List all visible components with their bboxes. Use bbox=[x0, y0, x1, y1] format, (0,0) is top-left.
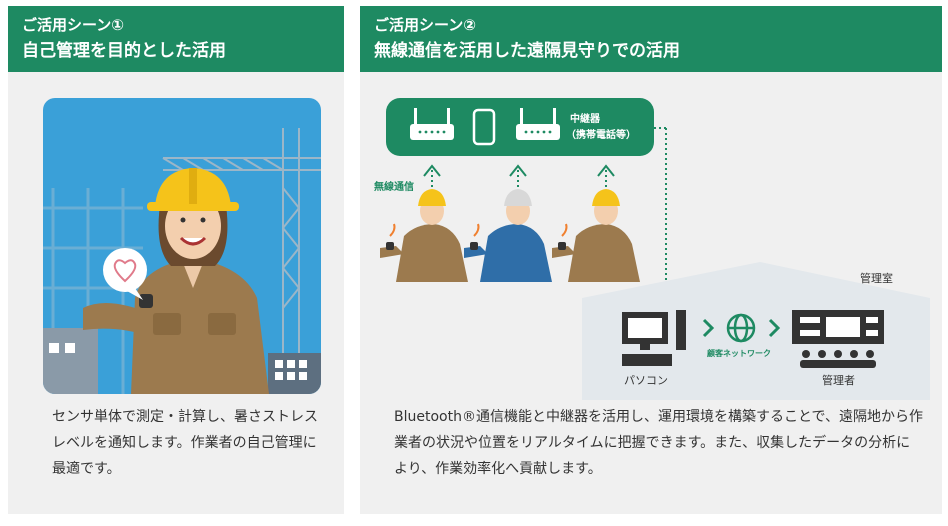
scene1-panel: ご活用シーン① 自己管理を目的とした活用 bbox=[8, 6, 344, 514]
chevron-right-icon bbox=[702, 318, 781, 338]
worker-figure bbox=[552, 189, 640, 282]
repeater-label-line1: 中継器 bbox=[570, 112, 601, 125]
monitor-display-icon bbox=[792, 310, 884, 344]
repeater-label-line2: （携帯電話等） bbox=[566, 128, 636, 141]
worker-figure bbox=[464, 189, 552, 282]
worker-figure bbox=[380, 189, 468, 282]
scene1-description: センサ単体で測定・計算し、暑さストレスレベルを通知します。作業者の自己管理に最適… bbox=[52, 409, 318, 477]
control-room-label: 管理室 bbox=[860, 271, 893, 285]
scene1-header: ご活用シーン① 自己管理を目的とした活用 bbox=[8, 6, 344, 72]
scene1-heading-line2: 自己管理を目的とした活用 bbox=[22, 41, 226, 61]
managers-icon bbox=[800, 350, 876, 368]
globe-icon bbox=[726, 313, 756, 343]
worker-selfcheck-illustration bbox=[43, 98, 321, 394]
pc-label: パソコン bbox=[624, 374, 668, 387]
scene2-panel: ご活用シーン② 無線通信を活用した遠隔見守りでの活用 中継器 （携帯電話等） bbox=[360, 6, 942, 514]
scene2-heading-line2: 無線通信を活用した遠隔見守りでの活用 bbox=[374, 41, 680, 61]
manager-label: 管理者 bbox=[822, 373, 855, 387]
scene2-heading-line1: ご活用シーン② bbox=[374, 16, 476, 34]
network-label: 顧客ネットワーク bbox=[707, 348, 771, 358]
scene2-header: ご活用シーン② 無線通信を活用した遠隔見守りでの活用 bbox=[360, 6, 942, 72]
scene2-description: Bluetooth®通信機能と中継器を活用し、運用環境を構築することで、遠隔地か… bbox=[394, 409, 923, 477]
wireless-label: 無線通信 bbox=[374, 180, 414, 193]
pc-icon bbox=[622, 310, 686, 366]
remote-monitoring-diagram: 中継器 （携帯電話等） 無線通信 bbox=[374, 98, 930, 400]
scene1-heading-line1: ご活用シーン① bbox=[22, 16, 124, 34]
smartphone-icon bbox=[472, 108, 496, 146]
